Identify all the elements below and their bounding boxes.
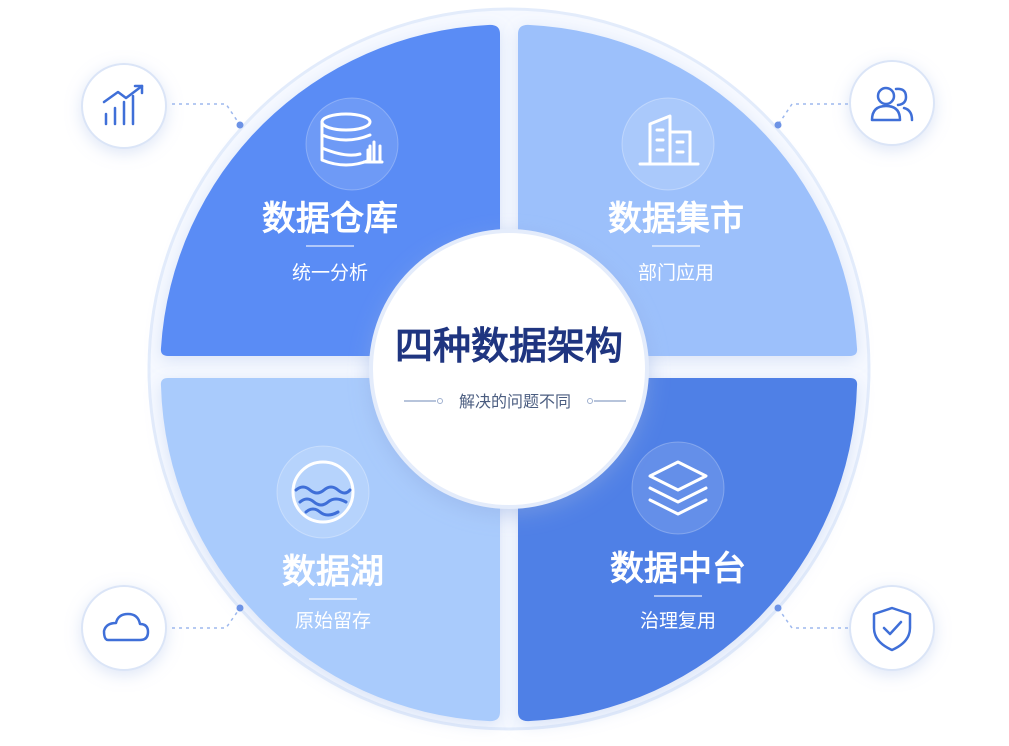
shield-check-icon: [872, 606, 912, 652]
center-subtitle: 解决的问题不同: [459, 392, 571, 411]
center-circle: [369, 229, 649, 509]
cloud-badge: [81, 585, 167, 671]
mart-title: 数据集市: [608, 199, 744, 239]
buildings-icon: [638, 114, 700, 166]
center-subtitle-left-dot: [437, 398, 443, 404]
cloud-icon: [102, 612, 150, 642]
center-title: 四种数据架构: [395, 324, 623, 368]
warehouse-subtitle: 统一分析: [292, 262, 368, 284]
growth-connector-dot: [236, 121, 244, 129]
lake-subtitle: 原始留存: [295, 610, 371, 632]
mart-icon-halo: [621, 97, 715, 191]
layers-stack-icon: [648, 460, 708, 516]
middle-platform-icon-halo: [631, 441, 725, 535]
warehouse-title: 数据仓库: [262, 199, 398, 239]
growth-chart-icon: [102, 84, 144, 126]
growth-connector: [172, 103, 241, 126]
water-waves-icon: [291, 460, 355, 524]
shield-badge: [849, 585, 935, 671]
shield-connector: [777, 607, 848, 629]
cloud-connector-dot: [236, 604, 244, 612]
lake-title: 数据湖: [282, 552, 384, 592]
mart-subtitle: 部门应用: [638, 262, 714, 284]
cloud-connector: [172, 607, 241, 629]
users-connector: [777, 103, 848, 126]
center-subtitle-right-dot: [587, 398, 593, 404]
database-chart-icon: [320, 112, 384, 167]
users-connector-dot: [774, 121, 782, 129]
middle-platform-subtitle: 治理复用: [640, 610, 716, 632]
users-badge: [849, 60, 935, 146]
growth-badge: [81, 63, 167, 149]
shield-connector-dot: [774, 604, 782, 612]
warehouse-icon-halo: [305, 97, 399, 191]
middle-platform-title: 数据中台: [610, 549, 746, 589]
users-icon: [870, 86, 914, 122]
